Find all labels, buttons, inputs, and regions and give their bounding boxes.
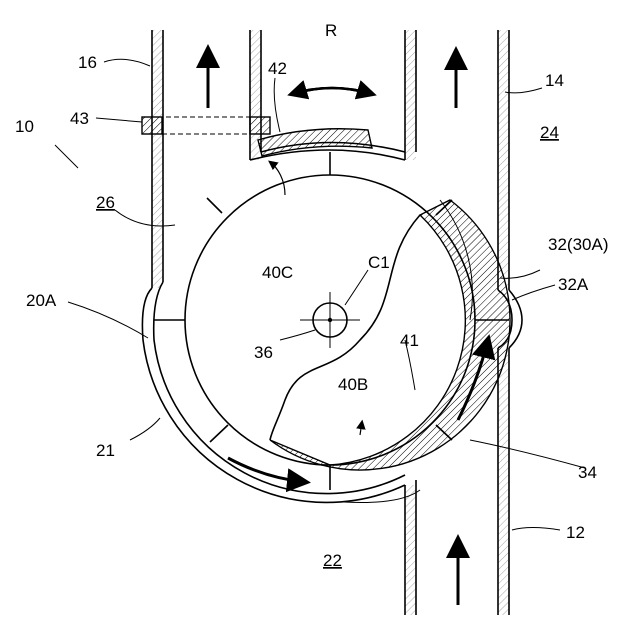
label-26: 26 xyxy=(96,193,115,212)
label-21: 21 xyxy=(96,441,115,460)
label-R: R xyxy=(325,21,337,40)
label-16: 16 xyxy=(78,53,97,72)
label-C1: C1 xyxy=(368,253,390,272)
label-32: 32(30A) xyxy=(548,235,608,254)
element-43 xyxy=(142,117,270,134)
label-32A: 32A xyxy=(558,275,589,294)
labels: 10 16 43 26 20A 21 R 42 14 24 32(30A) 32… xyxy=(15,21,608,570)
label-24: 24 xyxy=(540,123,559,142)
label-22: 22 xyxy=(323,551,342,570)
label-36: 36 xyxy=(254,343,273,362)
label-41: 41 xyxy=(400,331,419,350)
label-34: 34 xyxy=(578,463,597,482)
label-20A: 20A xyxy=(26,291,57,310)
valve-plate-32 xyxy=(270,200,510,470)
label-43: 43 xyxy=(70,109,89,128)
label-40B: 40B xyxy=(338,375,368,394)
label-40C: 40C xyxy=(262,263,293,282)
label-12: 12 xyxy=(566,523,585,542)
label-10: 10 xyxy=(15,117,34,136)
shaft-36 xyxy=(300,292,360,348)
label-14: 14 xyxy=(545,71,564,90)
label-42: 42 xyxy=(268,59,287,78)
